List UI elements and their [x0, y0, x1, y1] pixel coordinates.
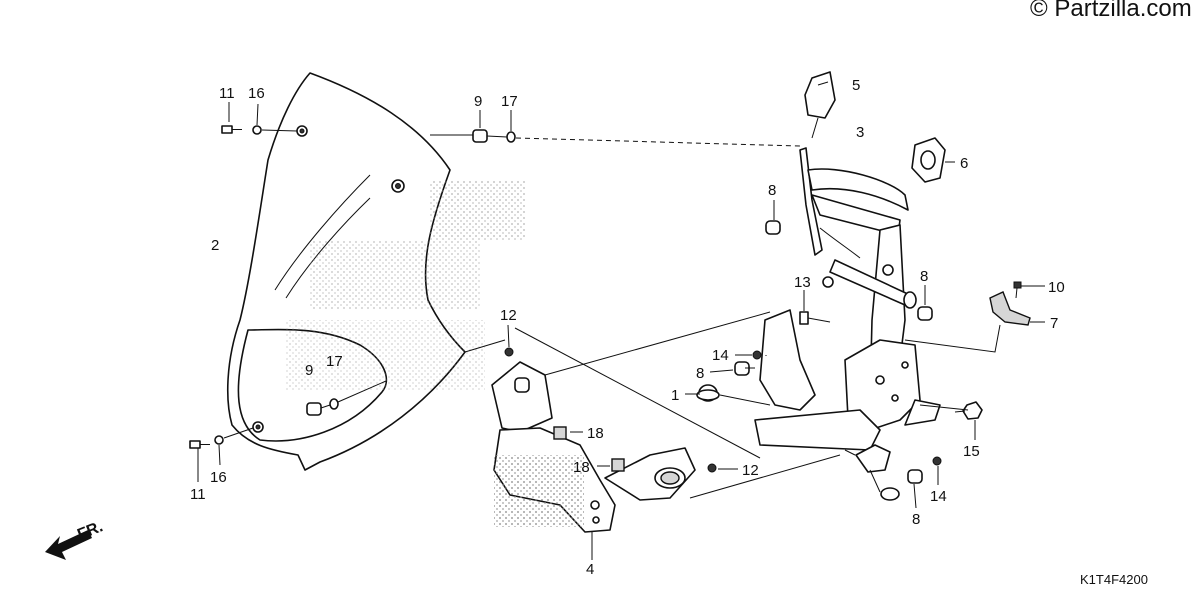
lower-cover-part-4: [491, 361, 696, 533]
screw-11-lower: [189, 440, 210, 449]
callout-14-b: 14: [930, 488, 947, 505]
nut-9-lower: [306, 402, 322, 416]
callout-18-lower: 18: [573, 459, 590, 476]
screw-12-upper: [504, 347, 514, 357]
callout-16-upper: 16: [248, 85, 265, 102]
callout-3: 3: [856, 124, 864, 141]
screw-14-b: [932, 456, 942, 466]
washer-16-upper: [252, 125, 262, 135]
callout-17-lower: 17: [326, 353, 343, 370]
callout-13: 13: [794, 274, 811, 291]
rubber-8-b: [917, 306, 933, 321]
screw-12-lower: [707, 463, 717, 473]
callout-8-a: 8: [768, 182, 776, 199]
grommet-part-1: [696, 384, 720, 402]
front-direction-arrow: FR.: [45, 518, 105, 560]
callout-6: 6: [960, 155, 968, 172]
callout-11-lower: 11: [190, 486, 206, 503]
callout-15: 15: [963, 443, 980, 460]
diagram-code: K1T4F4200: [1080, 572, 1148, 587]
screw-14-a: [752, 350, 762, 360]
washer-17-lower: [329, 398, 339, 410]
callout-8-b: 8: [920, 268, 928, 285]
callout-2: 2: [211, 237, 219, 254]
cover-part-5: [804, 71, 836, 119]
callout-11-upper: 11: [219, 85, 235, 102]
washer-17-upper: [506, 131, 516, 143]
callout-7: 7: [1050, 315, 1058, 332]
callout-8-d: 8: [912, 511, 920, 528]
front-direction-label: FR.: [75, 518, 105, 543]
bolt-13: [799, 311, 831, 325]
callout-9-upper: 9: [474, 93, 482, 110]
callout-14-a: 14: [712, 347, 729, 364]
callout-9-lower: 9: [305, 362, 313, 379]
callout-12-lower: 12: [742, 462, 759, 479]
clip-18-upper: [553, 426, 567, 440]
rubber-8-d: [907, 469, 923, 484]
watermark: © Partzilla.com: [1030, 0, 1192, 22]
nut-15: [962, 401, 983, 420]
pin-lower-right: [855, 444, 900, 501]
screw-11-upper: [221, 125, 242, 134]
nut-9-upper: [472, 129, 488, 143]
screw-10: [1013, 281, 1022, 299]
callout-1: 1: [671, 387, 679, 404]
callout-16-lower: 16: [210, 469, 227, 486]
clip-18-lower: [611, 458, 625, 472]
callout-10: 10: [1048, 279, 1065, 296]
callout-5: 5: [852, 77, 860, 94]
stay-part-3: [754, 147, 941, 451]
callout-18-upper: 18: [587, 425, 604, 442]
bracket-part-7: [989, 291, 1031, 326]
callout-8-c: 8: [696, 365, 704, 382]
callout-17-upper: 17: [501, 93, 518, 110]
callout-4: 4: [586, 561, 594, 578]
callout-12-upper: 12: [500, 307, 517, 324]
washer-16-lower: [214, 435, 224, 445]
rubber-8-a: [765, 220, 781, 235]
